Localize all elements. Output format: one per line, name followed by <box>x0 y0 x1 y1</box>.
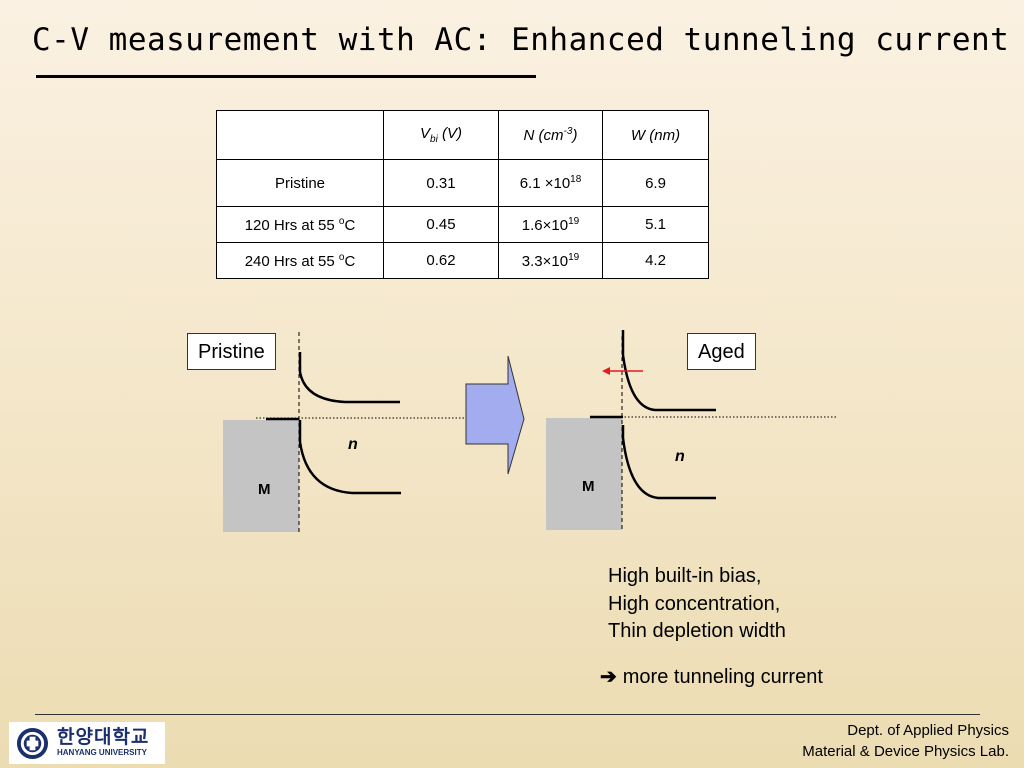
observation-item: Thin depletion width <box>608 620 786 642</box>
observation-item: High concentration, <box>608 592 781 615</box>
cell-n-exponent: 19 <box>568 215 580 227</box>
cell-n: 1.6×1019 <box>498 206 603 243</box>
conclusion: ➔more tunneling current <box>600 664 823 689</box>
cell-w: 6.9 <box>602 159 709 207</box>
row-label-text: Pristine <box>274 175 326 192</box>
cell-n-mantissa: 6.1 ×10 <box>519 175 571 192</box>
cell-n: 3.3×1019 <box>498 242 603 279</box>
row-label-sup: o <box>338 251 345 263</box>
logo-korean: 한양대학교 <box>57 727 150 748</box>
row-label-text: 120 Hrs at 55 <box>244 216 339 234</box>
conduction-band-aged <box>621 330 716 412</box>
logo-english: HANYANG UNIVERSITY <box>57 748 147 757</box>
title-underline <box>36 75 536 78</box>
results-table: Vbi (V) N (cm-3) W (nm) Pristine 0.31 6.… <box>216 110 709 279</box>
n-region-label-pristine: n <box>348 436 358 453</box>
row-label-text: 240 Hrs at 55 <box>244 252 339 270</box>
tunneling-arrow-icon <box>602 367 610 375</box>
department: Dept. of Applied Physics <box>847 722 1009 739</box>
cell-vbi: 0.45 <box>383 206 499 243</box>
cell-w: 4.2 <box>602 242 709 279</box>
header-vbi-unit: (V) <box>437 125 462 142</box>
metal-label-pristine: M <box>258 481 271 498</box>
right-arrow-icon: ➔ <box>600 666 617 688</box>
header-n-close: ) <box>572 127 578 144</box>
valence-band-pristine <box>298 420 401 495</box>
cell-n-exponent: 19 <box>568 251 580 263</box>
metal-block-aged <box>546 418 622 530</box>
valence-band-aged <box>621 425 716 500</box>
header-vbi-sub: bi <box>430 134 438 145</box>
university-emblem-icon <box>16 727 49 759</box>
row-label: 240 Hrs at 55 oC <box>216 242 384 279</box>
conclusion-text: more tunneling current <box>622 666 823 688</box>
footer-affiliation: Dept. of Applied Physics Material & Devi… <box>802 720 1009 762</box>
n-region-label-aged: n <box>675 448 685 465</box>
university-logo: 한양대학교 HANYANG UNIVERSITY <box>9 722 165 764</box>
cell-vbi: 0.62 <box>383 242 499 279</box>
table-row: Pristine 0.31 6.1 ×1018 6.9 <box>216 159 709 207</box>
header-vbi-main: V <box>420 125 431 142</box>
cell-w: 5.1 <box>602 206 709 243</box>
table-row: 120 Hrs at 55 oC 0.45 1.6×1019 5.1 <box>216 206 709 243</box>
table-row: 240 Hrs at 55 oC 0.62 3.3×1019 4.2 <box>216 242 709 279</box>
pristine-label: Pristine <box>187 333 276 370</box>
header-n-main: N (cm <box>523 127 564 144</box>
cell-vbi: 0.31 <box>383 159 499 207</box>
cell-n-mantissa: 3.3×10 <box>521 252 569 270</box>
cell-n-mantissa: 1.6×10 <box>521 216 569 234</box>
header-w: W (nm) <box>602 110 709 160</box>
metal-label-aged: M <box>582 478 595 495</box>
conduction-band-pristine <box>298 352 400 404</box>
observation-item: High built-in bias, <box>608 565 762 587</box>
row-label-tail: C <box>344 216 356 234</box>
row-label-sup: o <box>338 215 345 227</box>
lab-name: Material & Device Physics Lab. <box>802 743 1009 760</box>
footer-divider <box>35 714 980 715</box>
row-label: 120 Hrs at 55 oC <box>216 206 384 243</box>
metal-block-pristine <box>223 420 299 532</box>
header-empty-cell <box>216 110 384 160</box>
block-arrow-icon <box>465 355 525 475</box>
header-n: N (cm-3) <box>498 110 603 160</box>
logo-text: 한양대학교 HANYANG UNIVERSITY <box>57 728 149 758</box>
table-header-row: Vbi (V) N (cm-3) W (nm) <box>216 110 709 160</box>
aged-label: Aged <box>687 333 756 370</box>
slide-title: C-V measurement with AC: Enhanced tunnel… <box>32 22 1010 58</box>
observations-list: High built-in bias, High concentration, … <box>608 563 786 646</box>
row-label-tail: C <box>344 252 356 270</box>
cell-n-exponent: 18 <box>570 174 582 185</box>
header-n-sup: -3 <box>563 126 573 137</box>
cell-n: 6.1 ×1018 <box>498 159 603 207</box>
